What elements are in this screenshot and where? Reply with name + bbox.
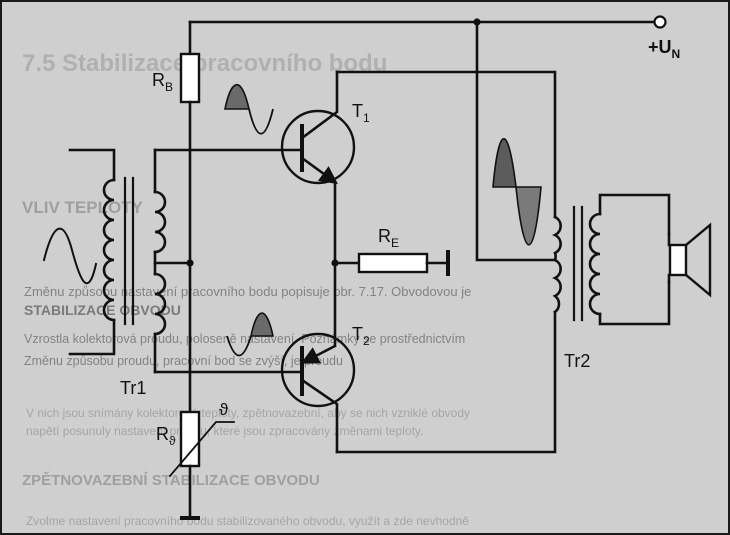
tr1-primary-winding xyxy=(102,178,116,322)
t1-label: T1 xyxy=(352,101,370,125)
tr1-primary-lead-top xyxy=(68,148,116,182)
speaker-magnet xyxy=(668,243,688,277)
tr1-secondary-winding-upper xyxy=(153,190,167,254)
background-line-3: Vzrostla kolektorová proudu, poloseně na… xyxy=(24,332,466,346)
supply-to-tr2-wire xyxy=(475,20,557,262)
tr1-secondary-winding-lower xyxy=(153,272,167,336)
background-heading: 7.5 Stabilizace pracovního bodu xyxy=(22,50,388,77)
t1-emitter xyxy=(300,156,338,185)
t2-label: T2 xyxy=(352,324,370,348)
background-heading-3: ZPĚTNOVAZEBNÍ STABILIZACE OBVODU xyxy=(22,472,320,489)
tr2-secondary-lead-bottom xyxy=(598,280,671,326)
t1-drive-waveform xyxy=(224,84,274,135)
t1-collector-wire xyxy=(335,70,557,219)
t2-drive-waveform xyxy=(226,312,274,357)
transistor-t1-body xyxy=(280,109,356,185)
re-label: RE xyxy=(378,226,399,250)
tr2-primary-winding-lower xyxy=(552,258,562,314)
r-theta-label: Rϑ xyxy=(156,424,176,448)
supply-label: +UN xyxy=(648,37,680,61)
background-line-6: napětí posunuly nastavení proudu, které … xyxy=(26,424,424,438)
rb-label: RB xyxy=(152,70,173,94)
resistor-re xyxy=(357,252,429,274)
resistor-rb xyxy=(179,52,201,104)
background-line-1: Změnu způsobu nastavení pracovního bodu … xyxy=(24,284,472,299)
t2-emitter xyxy=(300,344,337,364)
t2-collector xyxy=(300,378,339,454)
speaker-cone xyxy=(684,222,712,298)
output-waveform xyxy=(492,137,542,246)
tr2-label: Tr2 xyxy=(564,351,590,371)
tr2-primary-winding-upper xyxy=(552,215,562,262)
theta-label: ϑ xyxy=(219,400,229,419)
t2-collector-wire xyxy=(335,310,557,454)
tr2-secondary-winding xyxy=(588,212,602,316)
transistor-t2-body xyxy=(280,332,356,408)
background-line-2: STABILIZACE OBVODU xyxy=(24,302,181,318)
resistor-r-theta xyxy=(179,410,201,468)
t1-collector xyxy=(300,70,339,140)
tr1-primary-lead-bottom xyxy=(68,318,116,356)
background-line-5: V nich jsou snímány kolektorové teploty,… xyxy=(26,406,471,420)
background-heading-2: VLIV TEPLOTY xyxy=(22,198,143,217)
thermistor-arrow xyxy=(168,421,235,478)
tr2-secondary-lead-top xyxy=(598,193,671,236)
supply-terminal xyxy=(653,15,667,29)
background-line-4: Změnu způsobu proudu, pracovní bod se zv… xyxy=(24,354,343,368)
tr1-label: Tr1 xyxy=(120,378,146,398)
input-sine-wave xyxy=(42,227,98,285)
background-line-7: Zvolme nastavení pracovního bodu stabili… xyxy=(26,514,469,528)
